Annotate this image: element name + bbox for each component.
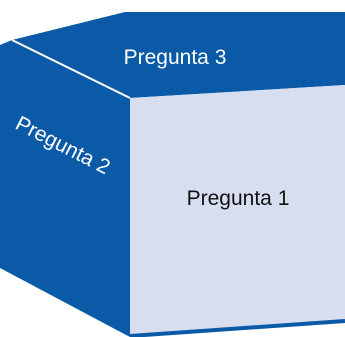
cube-edge-line — [11, 39, 131, 99]
cube-front-face — [130, 85, 345, 337]
cube-bottom-edge — [129, 319, 345, 337]
front-face-label: Pregunta 1 — [187, 187, 290, 210]
cube-side-face — [0, 40, 130, 337]
cube-top-face — [12, 12, 345, 98]
top-face-label: Pregunta 3 — [124, 46, 227, 69]
